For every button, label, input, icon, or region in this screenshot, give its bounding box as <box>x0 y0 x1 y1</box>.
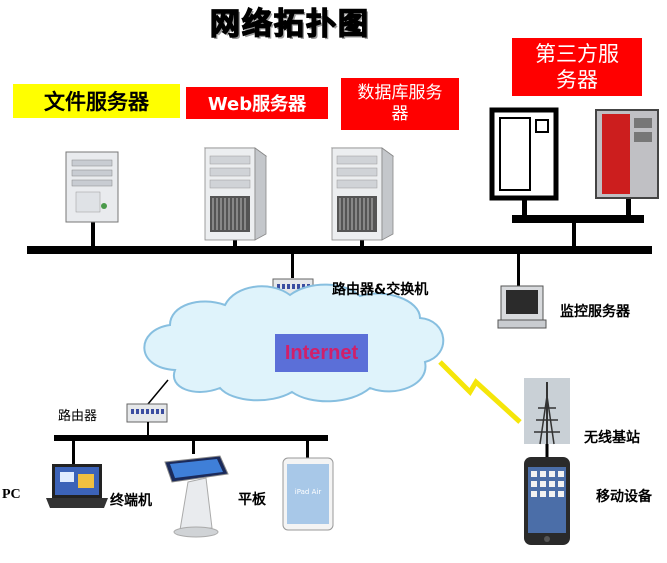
backbone-bus <box>27 246 652 254</box>
lower-bus <box>54 435 328 441</box>
wireless-link-lightning <box>438 360 522 424</box>
drop-line-pc <box>72 440 75 464</box>
mobile-phone-icon <box>524 457 570 545</box>
file-server-icon <box>65 151 119 223</box>
third-party-server-label: 第三方服 务器 <box>512 38 642 96</box>
terminal-label: 终端机 <box>110 493 152 509</box>
mobile-device-label: 移动设备 <box>596 489 652 505</box>
kiosk-terminal-icon <box>164 455 229 538</box>
router-label: 路由器 <box>58 409 98 424</box>
third-party-server-icon <box>489 107 659 201</box>
monitor-server-icon <box>497 285 547 329</box>
third-party-label-line2: 务器 <box>556 68 598 92</box>
third-party-leg-left <box>522 196 527 216</box>
database-server-label: 数据库服务 器 <box>341 78 459 130</box>
database-server-label-line2: 器 <box>391 104 409 124</box>
diagram-title: 网络拓扑图 <box>209 6 370 43</box>
web-server-icon <box>203 147 268 241</box>
laptop-icon <box>46 464 108 508</box>
third-party-leg-right <box>626 196 631 216</box>
drop-line-file <box>91 222 95 248</box>
third-party-label-line1: 第三方服 <box>535 42 619 66</box>
drop-line-monitor <box>517 252 520 286</box>
cloud-to-router-line <box>147 379 169 405</box>
internet-label: Internet <box>275 334 368 372</box>
drop-line-db <box>360 238 364 248</box>
third-party-bar <box>512 215 644 223</box>
drop-line-terminal <box>192 440 195 454</box>
tablet-label: 平板 <box>238 492 266 508</box>
base-station-label: 无线基站 <box>584 430 640 446</box>
drop-line-web <box>233 238 237 248</box>
pc-label: PC <box>2 487 21 502</box>
lower-router-icon <box>126 403 168 423</box>
file-server-label: 文件服务器 <box>13 84 180 118</box>
drop-line-third <box>572 222 576 248</box>
base-station-tower-icon <box>524 378 570 445</box>
database-server-label-line1: 数据库服务 <box>357 83 443 103</box>
router-switch-label: 路由器&交换机 <box>332 282 429 298</box>
svg-text:iPad Air: iPad Air <box>295 488 322 496</box>
drop-line-router-switch <box>291 252 294 278</box>
web-server-label: Web服务器 <box>186 87 328 119</box>
drop-line-tablet <box>306 440 309 458</box>
monitor-server-label: 监控服务器 <box>560 304 630 320</box>
database-server-icon <box>330 147 395 241</box>
tablet-icon: iPad Air <box>282 457 334 531</box>
